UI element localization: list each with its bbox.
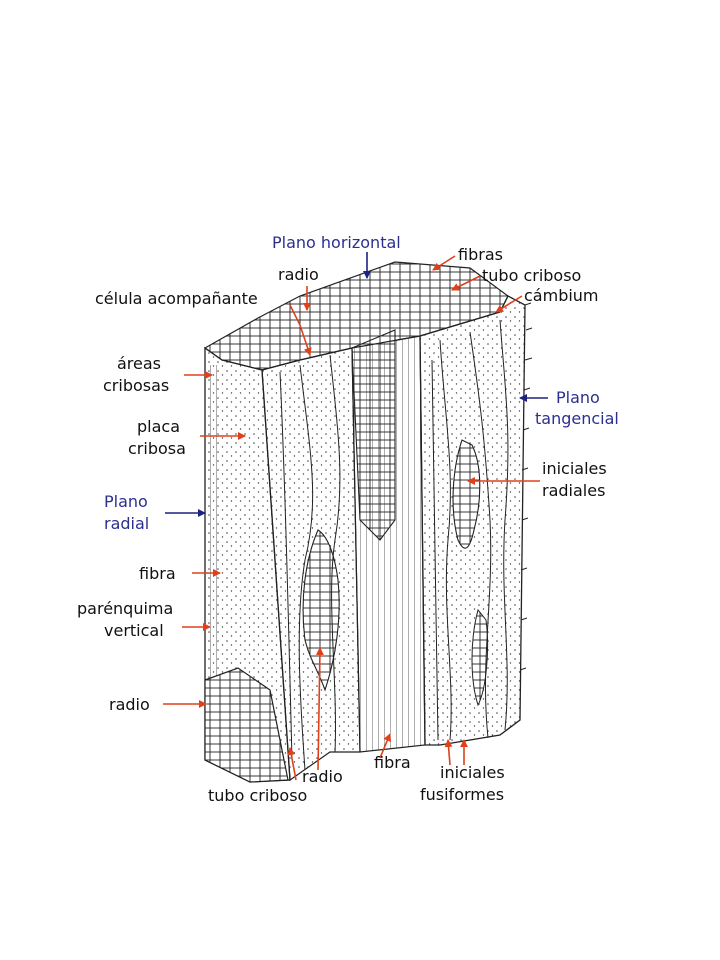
sieve-tube-lines <box>279 354 341 771</box>
label-iniciales-radiales-line1: iniciales <box>542 459 607 478</box>
label-fibras: fibras <box>458 245 503 264</box>
label-plano-radial-line1: Plano <box>104 492 148 511</box>
cambium-edge <box>519 302 533 671</box>
label-parenquima-line1: parénquima <box>77 599 173 618</box>
tangential-lower-cells <box>471 608 489 707</box>
label-placa-line2: cribosa <box>128 439 186 458</box>
fiber-column <box>351 335 426 753</box>
label-radio-bottom: radio <box>302 767 343 786</box>
arrow-tubo-criboso-top <box>451 275 481 291</box>
ray-initials-cells <box>452 439 481 549</box>
labels: Plano horizontal fibras radio tubo cribo… <box>77 233 619 805</box>
label-celula-acompanante: célula acompañante <box>95 289 258 308</box>
label-plano-tangencial-line1: Plano <box>556 388 600 407</box>
arrow-fibras <box>432 255 456 271</box>
label-iniciales-fusiformes-line1: iniciales <box>440 763 505 782</box>
label-radio-top: radio <box>278 265 319 284</box>
radial-face-vertical-cells <box>208 365 222 755</box>
label-plano-tangencial-line2: tangencial <box>535 409 619 428</box>
tissue-block <box>203 261 533 783</box>
ray-block <box>204 667 289 783</box>
label-fibra-left: fibra <box>139 564 176 583</box>
label-areas-line1: áreas <box>117 354 161 373</box>
middle-ray-cells <box>302 529 340 692</box>
arrow-tubo-criboso-bottom <box>287 747 297 781</box>
label-iniciales-radiales-line2: radiales <box>542 481 605 500</box>
arrow-iniciales-fusiformes-a <box>444 739 453 766</box>
label-fibra-bottom: fibra <box>374 753 411 772</box>
arrow-cambium <box>495 295 523 313</box>
arrow-fibra-bottom <box>379 733 391 759</box>
label-placa-line1: placa <box>137 417 180 436</box>
label-tubo-criboso-top: tubo criboso <box>482 266 581 285</box>
label-parenquima-line2: vertical <box>104 621 164 640</box>
fusiform-lines <box>431 319 509 741</box>
arrow-radio-bottom <box>315 647 324 771</box>
arrows <box>163 252 548 781</box>
label-areas-line2: cribosas <box>103 376 169 395</box>
label-radio-left: radio <box>109 695 150 714</box>
label-iniciales-fusiformes-line2: fusiformes <box>420 785 504 804</box>
label-tubo-criboso-bottom: tubo criboso <box>208 786 307 805</box>
label-cambium: cámbium <box>524 286 599 305</box>
arrow-celula-acompanante <box>289 304 312 356</box>
label-plano-horizontal: Plano horizontal <box>272 233 401 252</box>
label-plano-radial-line2: radial <box>104 514 149 533</box>
